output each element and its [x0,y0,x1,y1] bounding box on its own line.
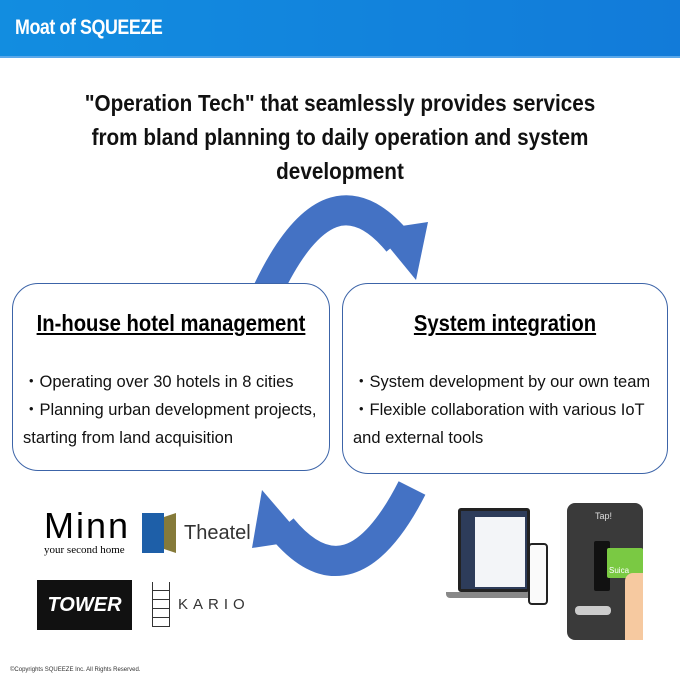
subtitle-line-1: "Operation Tech" that seamlessly provide… [84,90,596,116]
laptop-app-image [444,503,549,605]
minn-logo: Minn your second home [44,505,131,557]
slide-title: Moat of SQUEEZE [15,16,163,39]
subtitle: "Operation Tech" that seamlessly provide… [34,86,646,188]
smart-lock-image: Tap! Suica [567,503,643,640]
system-integration-box: System integration ・System development b… [342,283,668,474]
top-arrow-icon [254,195,428,297]
box-title: In-house hotel management [36,310,306,336]
tower11-logo: TOWER 11 [37,580,132,666]
header-bar: Moat of SQUEEZE [0,0,680,58]
bottom-arrow-icon [252,481,426,576]
box-text: ・Operating over 30 hotels in 8 cities・Pl… [23,373,317,447]
subtitle-line-2: from bland planning to daily operation a… [91,124,589,184]
in-house-hotel-box: In-house hotel management ・Operating ove… [12,283,330,471]
kario-logo: KARIO [152,582,250,627]
box-title: System integration [413,310,597,336]
theatel-logo: Theatel [142,513,251,553]
box-text: ・System development by our own team・Flex… [353,373,651,447]
copyright-footer: ©Copyrights SQUEEZE Inc. All Rights Rese… [10,667,141,673]
